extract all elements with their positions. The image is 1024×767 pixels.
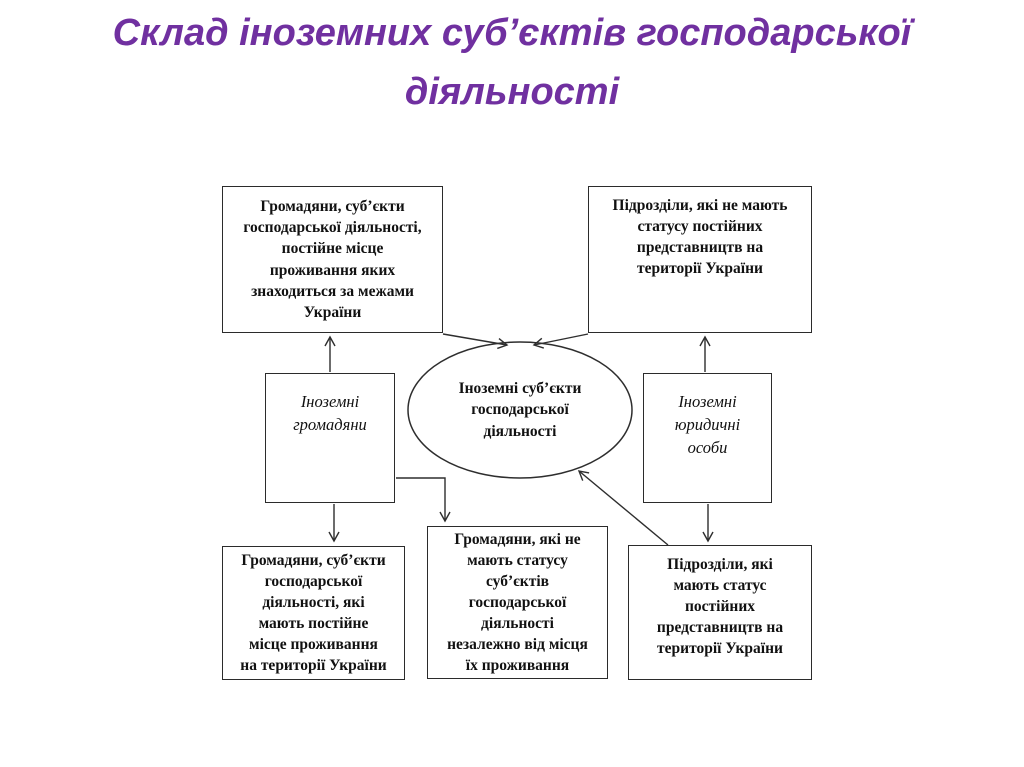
connector-mid-left-to-bottom-center bbox=[396, 477, 451, 523]
node-citizens-without-subject-status: Громадяни, які не мають статусу суб’єкті… bbox=[427, 526, 608, 679]
connector-bottom-right-to-ellipse bbox=[577, 470, 669, 546]
central-ellipse-label: Іноземні суб’єкти господарської діяльнос… bbox=[458, 380, 582, 440]
connector-top-left-to-ellipse bbox=[442, 333, 509, 350]
node-subdivisions-with-permanent-status: Підрозділи, які мають статус постійних п… bbox=[628, 545, 812, 680]
node-foreign-citizens: Іноземні громадяни bbox=[265, 373, 395, 503]
node-citizens-residing-abroad: Громадяни, суб’єкти господарської діяльн… bbox=[222, 186, 443, 333]
slide-title: Склад іноземних суб’єктів господарської … bbox=[112, 12, 912, 113]
node-citizens-residing-in-ukraine: Громадяни, суб’єкти господарської діяльн… bbox=[222, 546, 405, 680]
connector-top-right-to-ellipse bbox=[532, 333, 589, 349]
node-subdivisions-without-permanent-status: Підрозділи, які не мають статусу постійн… bbox=[588, 186, 812, 333]
central-ellipse bbox=[407, 341, 633, 479]
node-foreign-legal-entities: Іноземні юридичні особи bbox=[643, 373, 772, 503]
